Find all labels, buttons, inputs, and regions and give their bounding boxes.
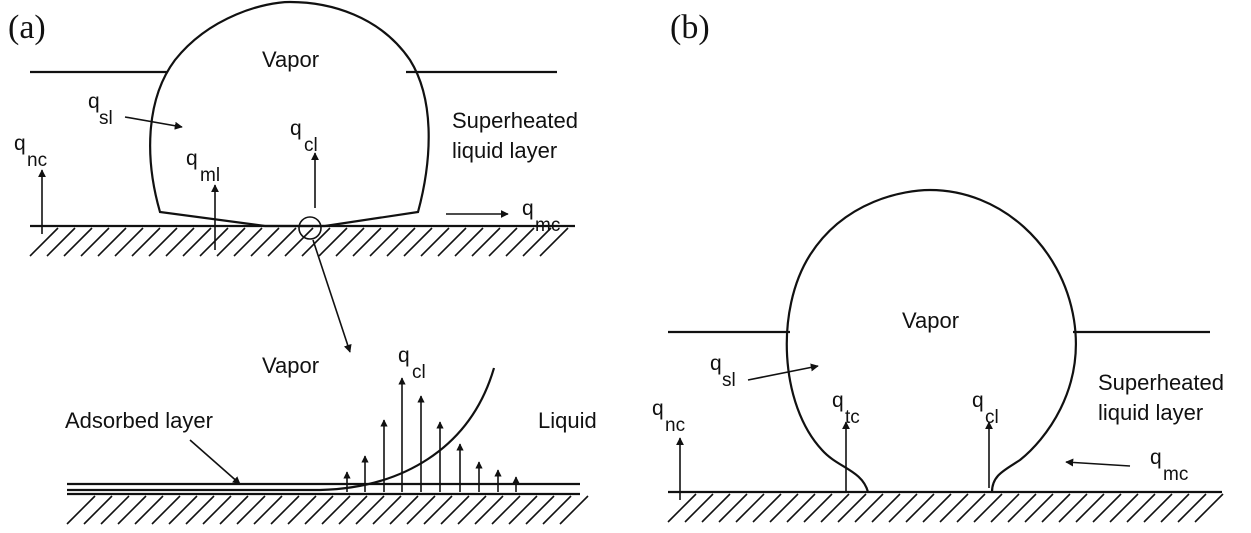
heated-wall-b xyxy=(667,490,1224,523)
bubble-vapor-label-b: Vapor xyxy=(902,308,959,333)
panel-b-label: (b) xyxy=(670,9,710,46)
svg-text:mc: mc xyxy=(535,215,560,236)
contact-line-flux-distribution xyxy=(343,377,520,492)
svg-text:q: q xyxy=(186,147,198,170)
svg-text:tc: tc xyxy=(845,407,860,428)
svg-text:cl: cl xyxy=(985,407,999,428)
svg-text:q: q xyxy=(88,90,100,113)
superheated-label-b-line2: liquid layer xyxy=(1098,400,1203,425)
q-sl-arrow xyxy=(124,116,183,130)
adsorbed-layer-label: Adsorbed layer xyxy=(65,408,213,433)
contact-line-circle xyxy=(298,216,322,240)
superheated-label-line1: Superheated xyxy=(452,108,578,133)
svg-text:q: q xyxy=(14,132,26,155)
q-mc-arrow-b xyxy=(1065,458,1131,467)
svg-text:q: q xyxy=(1150,446,1162,469)
panel-a: (a) Vapor Superheated liquid layer q sl … xyxy=(8,0,597,525)
svg-text:cl: cl xyxy=(304,135,318,156)
vapor-bubble xyxy=(149,0,430,228)
panel-b: (b) Vapor Superheated liquid layer q sl … xyxy=(652,9,1224,523)
liquid-vapor-interface xyxy=(67,367,496,492)
adsorbed-layer-arrow xyxy=(189,439,241,485)
svg-text:q: q xyxy=(652,397,664,420)
svg-text:q: q xyxy=(710,352,722,375)
svg-text:mc: mc xyxy=(1163,464,1188,485)
q-sl-label: q sl xyxy=(88,90,113,129)
svg-text:q: q xyxy=(972,389,984,412)
q-sl-label-b: q sl xyxy=(710,352,736,391)
superheated-label-line2: liquid layer xyxy=(452,138,557,163)
zoom-arrow xyxy=(312,239,352,353)
svg-text:ml: ml xyxy=(200,165,220,186)
q-sl-arrow-b xyxy=(747,363,819,381)
q-nc-label: q nc xyxy=(14,132,47,171)
vapor-bubble-b xyxy=(785,188,1077,493)
heated-wall-a xyxy=(29,224,575,257)
contact-line-detail: Vapor Liquid Adsorbed layer q cl xyxy=(65,344,597,525)
bubble-vapor-label: Vapor xyxy=(262,47,319,72)
q-mc-label: q mc xyxy=(522,197,560,236)
q-mc-label-b: q mc xyxy=(1150,446,1188,485)
svg-text:cl: cl xyxy=(412,362,426,383)
svg-text:nc: nc xyxy=(665,415,685,436)
q-cl-label: q cl xyxy=(290,117,318,156)
svg-text:nc: nc xyxy=(27,150,47,171)
panel-a-label: (a) xyxy=(8,9,46,46)
svg-text:q: q xyxy=(832,389,844,412)
svg-text:q: q xyxy=(522,197,534,220)
detail-liquid-label: Liquid xyxy=(538,408,597,433)
svg-text:q: q xyxy=(398,344,410,367)
superheated-label-b-line1: Superheated xyxy=(1098,370,1224,395)
detail-vapor-label: Vapor xyxy=(262,353,319,378)
q-nc-label-b: q nc xyxy=(652,397,685,436)
q-cl-label-b: q cl xyxy=(972,389,999,428)
svg-text:sl: sl xyxy=(722,370,736,391)
q-ml-label: q ml xyxy=(186,147,220,186)
svg-text:sl: sl xyxy=(99,108,113,129)
detail-q-cl-label: q cl xyxy=(398,344,426,383)
svg-text:q: q xyxy=(290,117,302,140)
